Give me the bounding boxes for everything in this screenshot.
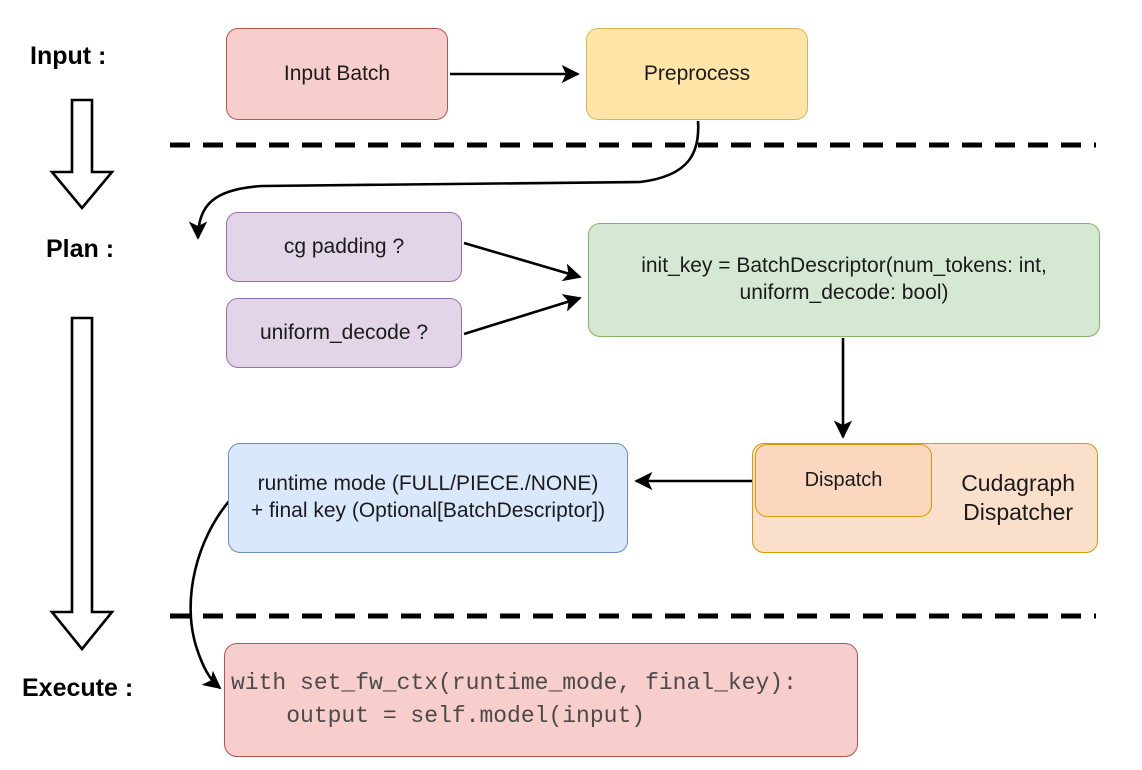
node-cudagraph-dispatcher-label: Cudagraph Dispatcher	[961, 469, 1075, 525]
stage-label-plan: Plan :	[46, 235, 115, 263]
stage-label-input: Input :	[30, 42, 107, 70]
node-cg-padding-label: cg padding ?	[283, 234, 405, 258]
node-init-key-line1: init_key = BatchDescriptor(num_tokens: i…	[641, 254, 1047, 278]
node-dispatch-label: Dispatch	[804, 468, 883, 491]
stage-label-execute: Execute :	[22, 674, 134, 702]
edge-cg-padding-to-init-key	[463, 241, 582, 282]
node-runtime-mode-line1: runtime mode (FULL/PIECE./NONE)	[257, 472, 599, 496]
node-execute-code[interactable]: with set_fw_ctx(runtime_mode, final_key)…	[224, 643, 858, 757]
node-init-key-line2: uniform_decode: bool)	[739, 281, 949, 304]
node-runtime-mode[interactable]: runtime mode (FULL/PIECE./NONE) + final …	[228, 443, 628, 553]
node-execute-code-line2: output = self.model(input)	[231, 703, 646, 729]
node-preprocess[interactable]: Preprocess	[586, 28, 808, 120]
node-uniform-decode[interactable]: uniform_decode ?	[226, 298, 462, 368]
stage-arrow-plan-to-execute	[49, 316, 115, 652]
edge-uniform-decode-to-init-key	[463, 294, 582, 336]
node-init-key[interactable]: init_key = BatchDescriptor(num_tokens: i…	[588, 223, 1100, 337]
node-preprocess-label: Preprocess	[643, 61, 751, 85]
node-input-batch-label: Input Batch	[283, 61, 391, 85]
node-dispatch[interactable]: Dispatch	[755, 444, 932, 517]
node-cg-padding[interactable]: cg padding ?	[226, 212, 462, 282]
stage-arrow-input-to-plan	[49, 98, 115, 211]
node-runtime-mode-line2: + final key (Optional[BatchDescriptor])	[250, 499, 606, 522]
node-input-batch[interactable]: Input Batch	[226, 28, 448, 120]
node-execute-code-line1: with set_fw_ctx(runtime_mode, final_key)…	[231, 670, 797, 697]
node-uniform-decode-label: uniform_decode ?	[259, 320, 429, 344]
